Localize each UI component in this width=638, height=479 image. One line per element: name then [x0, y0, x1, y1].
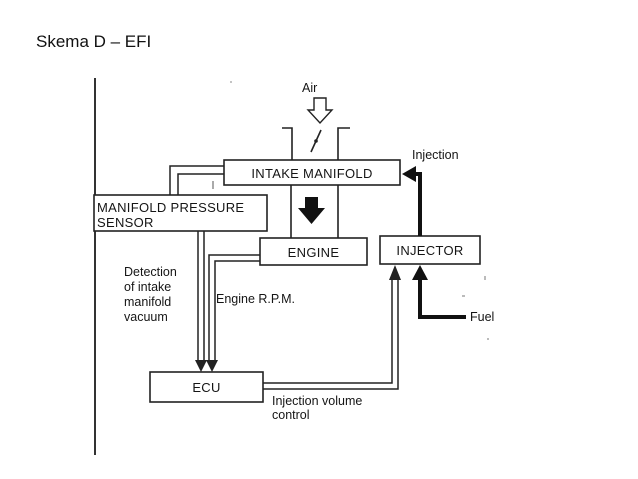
air-inlet-arrow [306, 97, 334, 125]
throttle-body-right-wall [337, 127, 350, 160]
injector-box [379, 235, 481, 265]
map-sensor-label-line1: MANIFOLD PRESSURE [97, 200, 244, 215]
injector-label: INJECTOR [396, 243, 463, 258]
air-label: Air [302, 81, 317, 95]
rpm-signal-line-a [208, 254, 260, 363]
map-sensor-label-line2: SENSOR [97, 215, 154, 230]
throttle-valve-pivot [314, 139, 318, 143]
ecu-box [149, 371, 264, 403]
injection-volume-label-line1: Injection volume [272, 394, 362, 408]
injection-control-arrowhead [389, 265, 401, 280]
engine-box [259, 237, 368, 266]
intake-flow-arrow [298, 197, 325, 224]
vacuum-hose-inner [177, 173, 224, 195]
map-sensor-box [93, 194, 268, 232]
intake-manifold-box [223, 159, 401, 186]
injection-control-line-b [263, 280, 399, 390]
detection-label-line3: manifold [124, 295, 171, 309]
rpm-signal-line-b [214, 260, 260, 363]
fuel-line [418, 279, 466, 319]
slide-title: Skema D – EFI [36, 32, 152, 51]
intake-manifold-label: INTAKE MANIFOLD [251, 166, 372, 181]
ecu-label: ECU [192, 380, 220, 395]
vacuum-hose-outer [169, 165, 224, 195]
detection-label-line1: Detection [124, 265, 177, 279]
injection-volume-label-line2: control [272, 408, 310, 422]
throttle-body-left-wall [282, 127, 293, 160]
rpm-signal-arrowhead [206, 360, 218, 372]
fuel-arrowhead [412, 265, 428, 280]
detection-label-line4: vacuum [124, 310, 168, 324]
injection-control-line-a [263, 280, 393, 384]
engine-label: ENGINE [288, 245, 340, 260]
map-signal-arrowhead [195, 360, 207, 372]
fuel-label: Fuel [470, 310, 494, 324]
engine-rpm-label: Engine R.P.M. [216, 292, 295, 306]
detection-label-line2: of intake [124, 280, 171, 294]
injection-label: Injection [412, 148, 459, 162]
injection-line [414, 172, 422, 236]
injection-arrowhead [402, 166, 416, 182]
